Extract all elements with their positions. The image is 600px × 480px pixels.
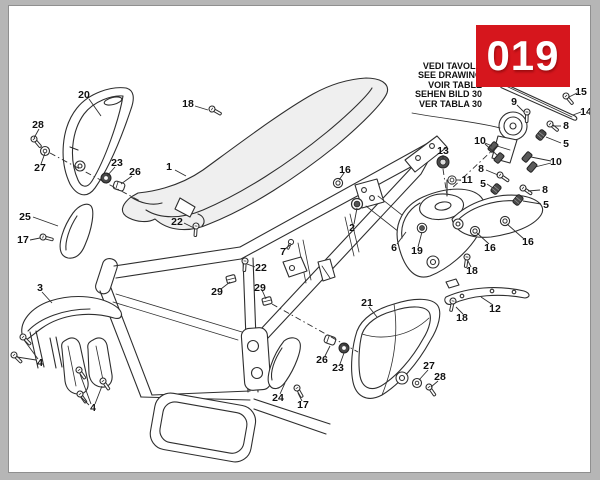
- callout-22: 22: [171, 216, 183, 228]
- callout-26: 26: [316, 354, 328, 366]
- callout-5: 5: [543, 199, 549, 211]
- callout-27: 27: [34, 162, 46, 174]
- callout-16: 16: [522, 236, 534, 248]
- reference-note-line: SEE DRAWING: [417, 70, 482, 81]
- callout-4: 4: [37, 357, 43, 369]
- callout-25: 25: [19, 211, 31, 223]
- callout-21: 21: [361, 297, 373, 309]
- callout-2: 2: [349, 222, 355, 234]
- frame-part: [95, 135, 448, 463]
- callout-26: 26: [129, 166, 141, 178]
- callout-5: 5: [563, 138, 569, 150]
- callout-18: 18: [466, 265, 478, 277]
- callout-23: 23: [332, 362, 344, 374]
- callout-23: 23: [111, 157, 123, 169]
- callout-10: 10: [474, 135, 486, 147]
- callout-29: 29: [211, 286, 223, 298]
- callout-11: 11: [461, 174, 473, 186]
- callout-4: 4: [90, 402, 96, 414]
- reference-note-line: VOIR TABLE: [428, 79, 482, 90]
- left-plate-part: [59, 203, 94, 259]
- callout-18: 18: [456, 312, 468, 324]
- front-fender-part: [21, 296, 123, 395]
- callout-16: 16: [339, 164, 351, 176]
- callout-19: 19: [411, 245, 423, 257]
- leader-lines: [16, 92, 582, 406]
- reference-note-line: VEDI TAVOLA: [422, 61, 482, 71]
- callout-24: 24: [272, 392, 284, 404]
- callout-1: 1: [166, 161, 172, 173]
- callout-5: 5: [480, 178, 486, 190]
- right-side-cover-part: [351, 298, 441, 399]
- callout-13: 13: [437, 145, 449, 157]
- callout-9: 9: [511, 96, 517, 108]
- callout-14: 14: [580, 106, 592, 118]
- reference-note-line: VER TABLA 30: [418, 98, 482, 109]
- callout-22: 22: [255, 262, 267, 274]
- rear-plate-part: [267, 337, 301, 390]
- license-bracket-part: [444, 278, 530, 305]
- reference-note-line: SEHEN BILD 30: [414, 89, 482, 100]
- callout-7: 7: [280, 246, 286, 258]
- callout-16: 16: [484, 242, 496, 254]
- callout-20: 20: [78, 89, 90, 101]
- callout-18: 18: [182, 98, 194, 110]
- note-leader-line: [411, 112, 501, 129]
- reference-note: VEDI TAVOLA SEE DRAWING VOIR TABLE SEHEN…: [362, 61, 482, 109]
- callout-28: 28: [32, 119, 44, 131]
- callout-8: 8: [478, 163, 484, 175]
- callout-8: 8: [542, 184, 548, 196]
- table-number-badge: 019: [476, 25, 570, 87]
- callout-8: 8: [563, 120, 569, 132]
- callout-29: 29: [254, 282, 266, 294]
- callout-12: 12: [489, 303, 501, 315]
- callout-3: 3: [37, 282, 43, 294]
- callout-28: 28: [434, 371, 446, 383]
- callout-17: 17: [17, 234, 29, 246]
- callout-15: 15: [575, 86, 587, 98]
- callout-6: 6: [391, 242, 397, 254]
- callout-27: 27: [423, 360, 435, 372]
- callout-10: 10: [550, 156, 562, 168]
- left-side-cover-part: [62, 87, 134, 196]
- callout-17: 17: [297, 399, 309, 411]
- axis-lines: [49, 145, 498, 353]
- seat-part: [121, 77, 389, 231]
